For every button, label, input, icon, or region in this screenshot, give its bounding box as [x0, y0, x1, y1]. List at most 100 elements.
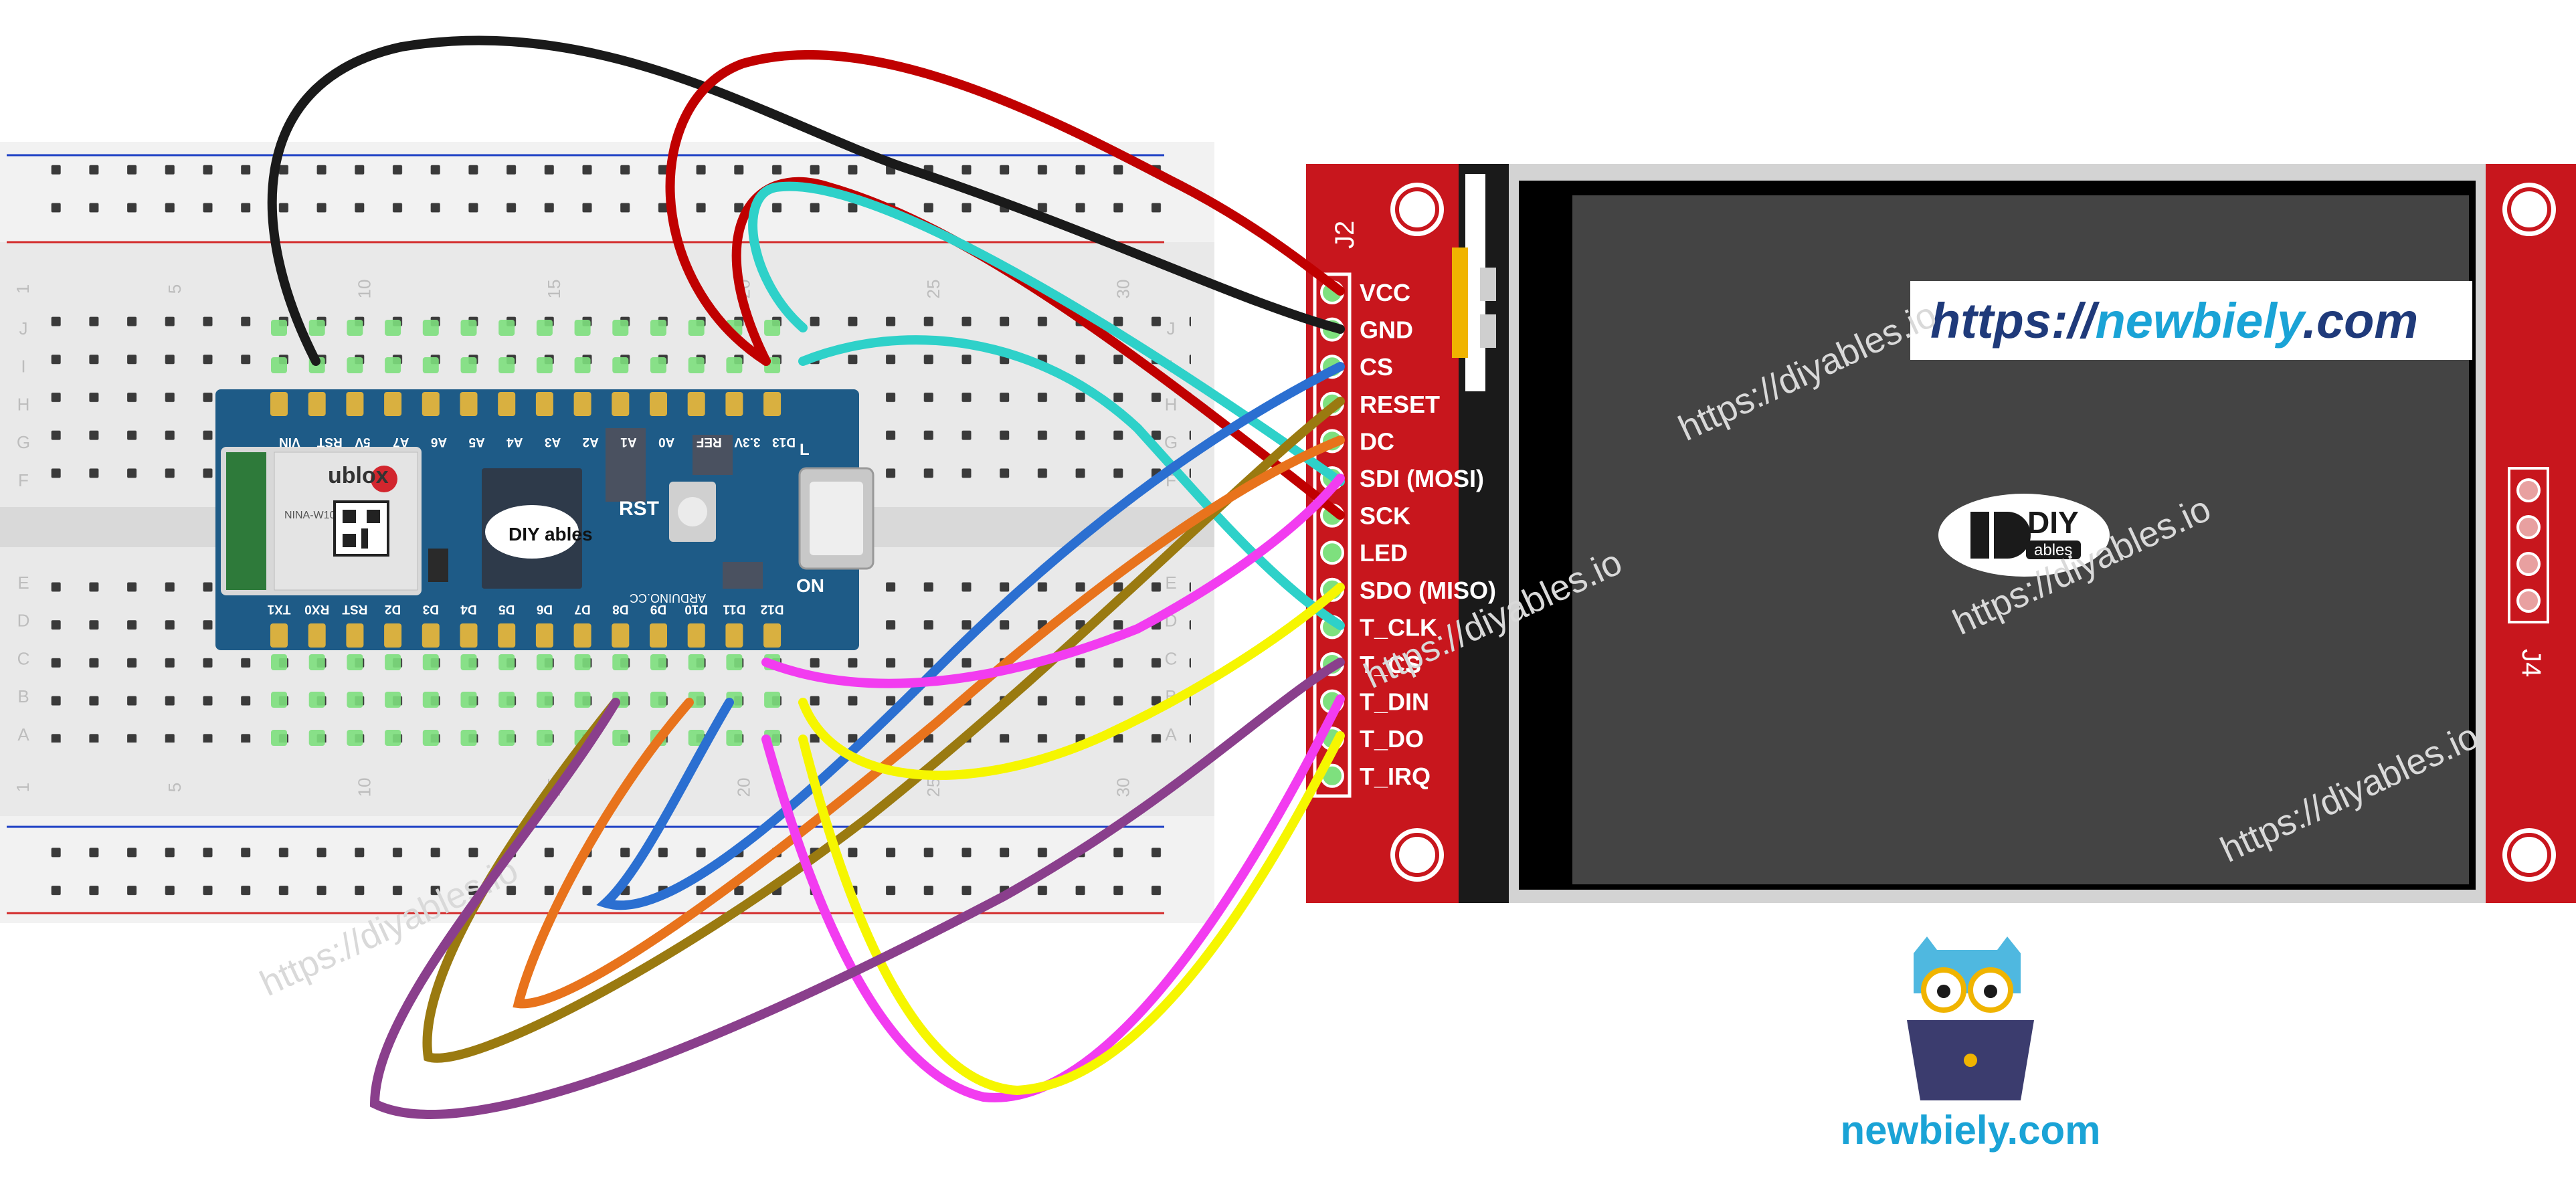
arduino-pin-pad: [270, 392, 288, 416]
bb-hole-active: [385, 357, 401, 373]
bb-col-number-top: 1: [13, 284, 33, 294]
arduino-pin-label: A2: [583, 435, 599, 449]
arduino-pin-pad: [763, 623, 781, 648]
arduino-url: ARDUINO.CC: [630, 591, 706, 605]
arduino-pin-pad: [612, 623, 630, 648]
arduino-pin-label: D13: [772, 435, 796, 449]
arduino-pin-label: D7: [574, 602, 590, 616]
arduino-pin-label: D2: [385, 602, 401, 616]
bb-hole-active: [650, 357, 666, 373]
bb-row-letter: J: [1167, 318, 1176, 338]
bb-row-letter: D: [17, 611, 30, 631]
bb-hole-active: [688, 654, 705, 670]
bb-col-number-bottom: 30: [1113, 778, 1133, 797]
bb-row-letter: G: [1164, 432, 1178, 452]
arduino-pin-pad: [308, 392, 326, 416]
bb-col-number-top: 15: [544, 280, 564, 299]
bb-hole-active: [422, 357, 439, 373]
wire-cs-blue: [596, 362, 1345, 910]
bb-col-number-bottom: 5: [165, 783, 185, 792]
bb-hole-active: [574, 654, 591, 670]
arduino-pin-pad: [308, 623, 326, 648]
display-pin-label: T_DIN: [1360, 688, 1429, 716]
display-pin-label: T_CLK: [1360, 613, 1437, 641]
display-pin-label: SDI (MOSI): [1360, 465, 1484, 492]
bb-hole-active: [650, 320, 666, 336]
bb-hole-active: [271, 692, 287, 708]
arduino-pin-pad: [498, 623, 516, 648]
arduino-nano-board: ublox NINA-W102 DIY ables RST ON L ARDUI…: [215, 389, 875, 650]
bb-hole-active: [574, 320, 591, 336]
display-pin-label: CS: [1360, 353, 1393, 381]
arduino-pin-pad: [650, 623, 667, 648]
module-model: NINA-W102: [284, 510, 341, 521]
bb-hole-active: [574, 692, 591, 708]
wire-gnd: [267, 35, 1345, 366]
screen-logo-sub: ables: [2034, 541, 2072, 559]
bb-hole-active: [385, 320, 401, 336]
bb-col-number-bottom: 10: [354, 778, 374, 797]
arduino-pin-label: 5V: [355, 435, 371, 449]
arduino-pin-pad: [687, 623, 705, 648]
bb-hole-active: [308, 654, 325, 670]
display-pin-label: T_DO: [1360, 725, 1424, 753]
brand-text: newbiely.com: [1840, 1108, 2100, 1153]
arduino-pin-pad: [687, 392, 705, 416]
bb-hole-active: [726, 357, 743, 373]
bb-row-letter: B: [17, 686, 29, 706]
wire-sck-cyan-2: [798, 335, 1345, 630]
display-pin-label: RESET: [1360, 391, 1440, 418]
l-label: L: [800, 441, 810, 459]
arduino-pin-pad: [498, 392, 516, 416]
arduino-pin-label: A4: [507, 435, 523, 449]
bb-hole-active: [536, 654, 553, 670]
bb-hole-active: [422, 692, 439, 708]
board-logo: DIY ables: [509, 524, 593, 545]
bb-hole-active: [460, 692, 477, 708]
arduino-pin-label: D8: [612, 602, 628, 616]
screen-url-suffix: .com: [2302, 293, 2418, 349]
arduino-pin-pad: [384, 623, 402, 648]
display-pin-label: DC: [1360, 427, 1394, 455]
wires: [267, 35, 1345, 1119]
display-pin-label: LED: [1360, 539, 1408, 567]
bb-hole-active: [308, 692, 325, 708]
bb-hole-active: [385, 692, 401, 708]
display-pin-label: VCC: [1360, 279, 1410, 306]
bb-row-letter: C: [17, 648, 30, 668]
bb-col-number-bottom: 20: [733, 778, 753, 797]
bb-hole-active: [764, 320, 781, 336]
bb-hole-active: [271, 357, 287, 373]
arduino-pin-label: REF: [697, 435, 722, 449]
arduino-pin-pad: [270, 623, 288, 648]
bb-hole-active: [536, 320, 553, 336]
display-pin-label: SCK: [1360, 502, 1410, 530]
bb-hole-active: [271, 654, 287, 670]
arduino-pin-label: A3: [545, 435, 561, 449]
bb-hole-active: [347, 730, 363, 746]
bb-row-letter: I: [21, 357, 25, 377]
bb-hole-active: [347, 692, 363, 708]
bb-hole-active: [498, 357, 515, 373]
arduino-pin-label: D12: [761, 602, 784, 616]
arduino-pin-label: RX0: [304, 602, 329, 616]
arduino-pin-label: D6: [537, 602, 553, 616]
bb-hole-active: [612, 730, 629, 746]
bb-hole-active: [460, 730, 477, 746]
bb-row-letter: J: [19, 318, 28, 338]
wire-mosi-magenta: [761, 474, 1345, 688]
arduino-pin-pad: [346, 392, 364, 416]
bb-hole-active: [498, 692, 515, 708]
bb-row-letter: H: [1165, 394, 1178, 414]
arduino-pin-pad: [535, 623, 553, 648]
arduino-pin-label: A5: [468, 435, 485, 449]
bb-row-letter: A: [17, 724, 29, 745]
bb-col-number-top: 10: [354, 280, 374, 299]
bb-hole-active: [536, 692, 553, 708]
arduino-pin-pad: [384, 392, 402, 416]
arduino-pin-pad: [612, 392, 630, 416]
bb-col-number-top: 5: [165, 284, 185, 294]
bb-hole-active: [347, 320, 363, 336]
display-pin-pad: [1320, 541, 1344, 565]
